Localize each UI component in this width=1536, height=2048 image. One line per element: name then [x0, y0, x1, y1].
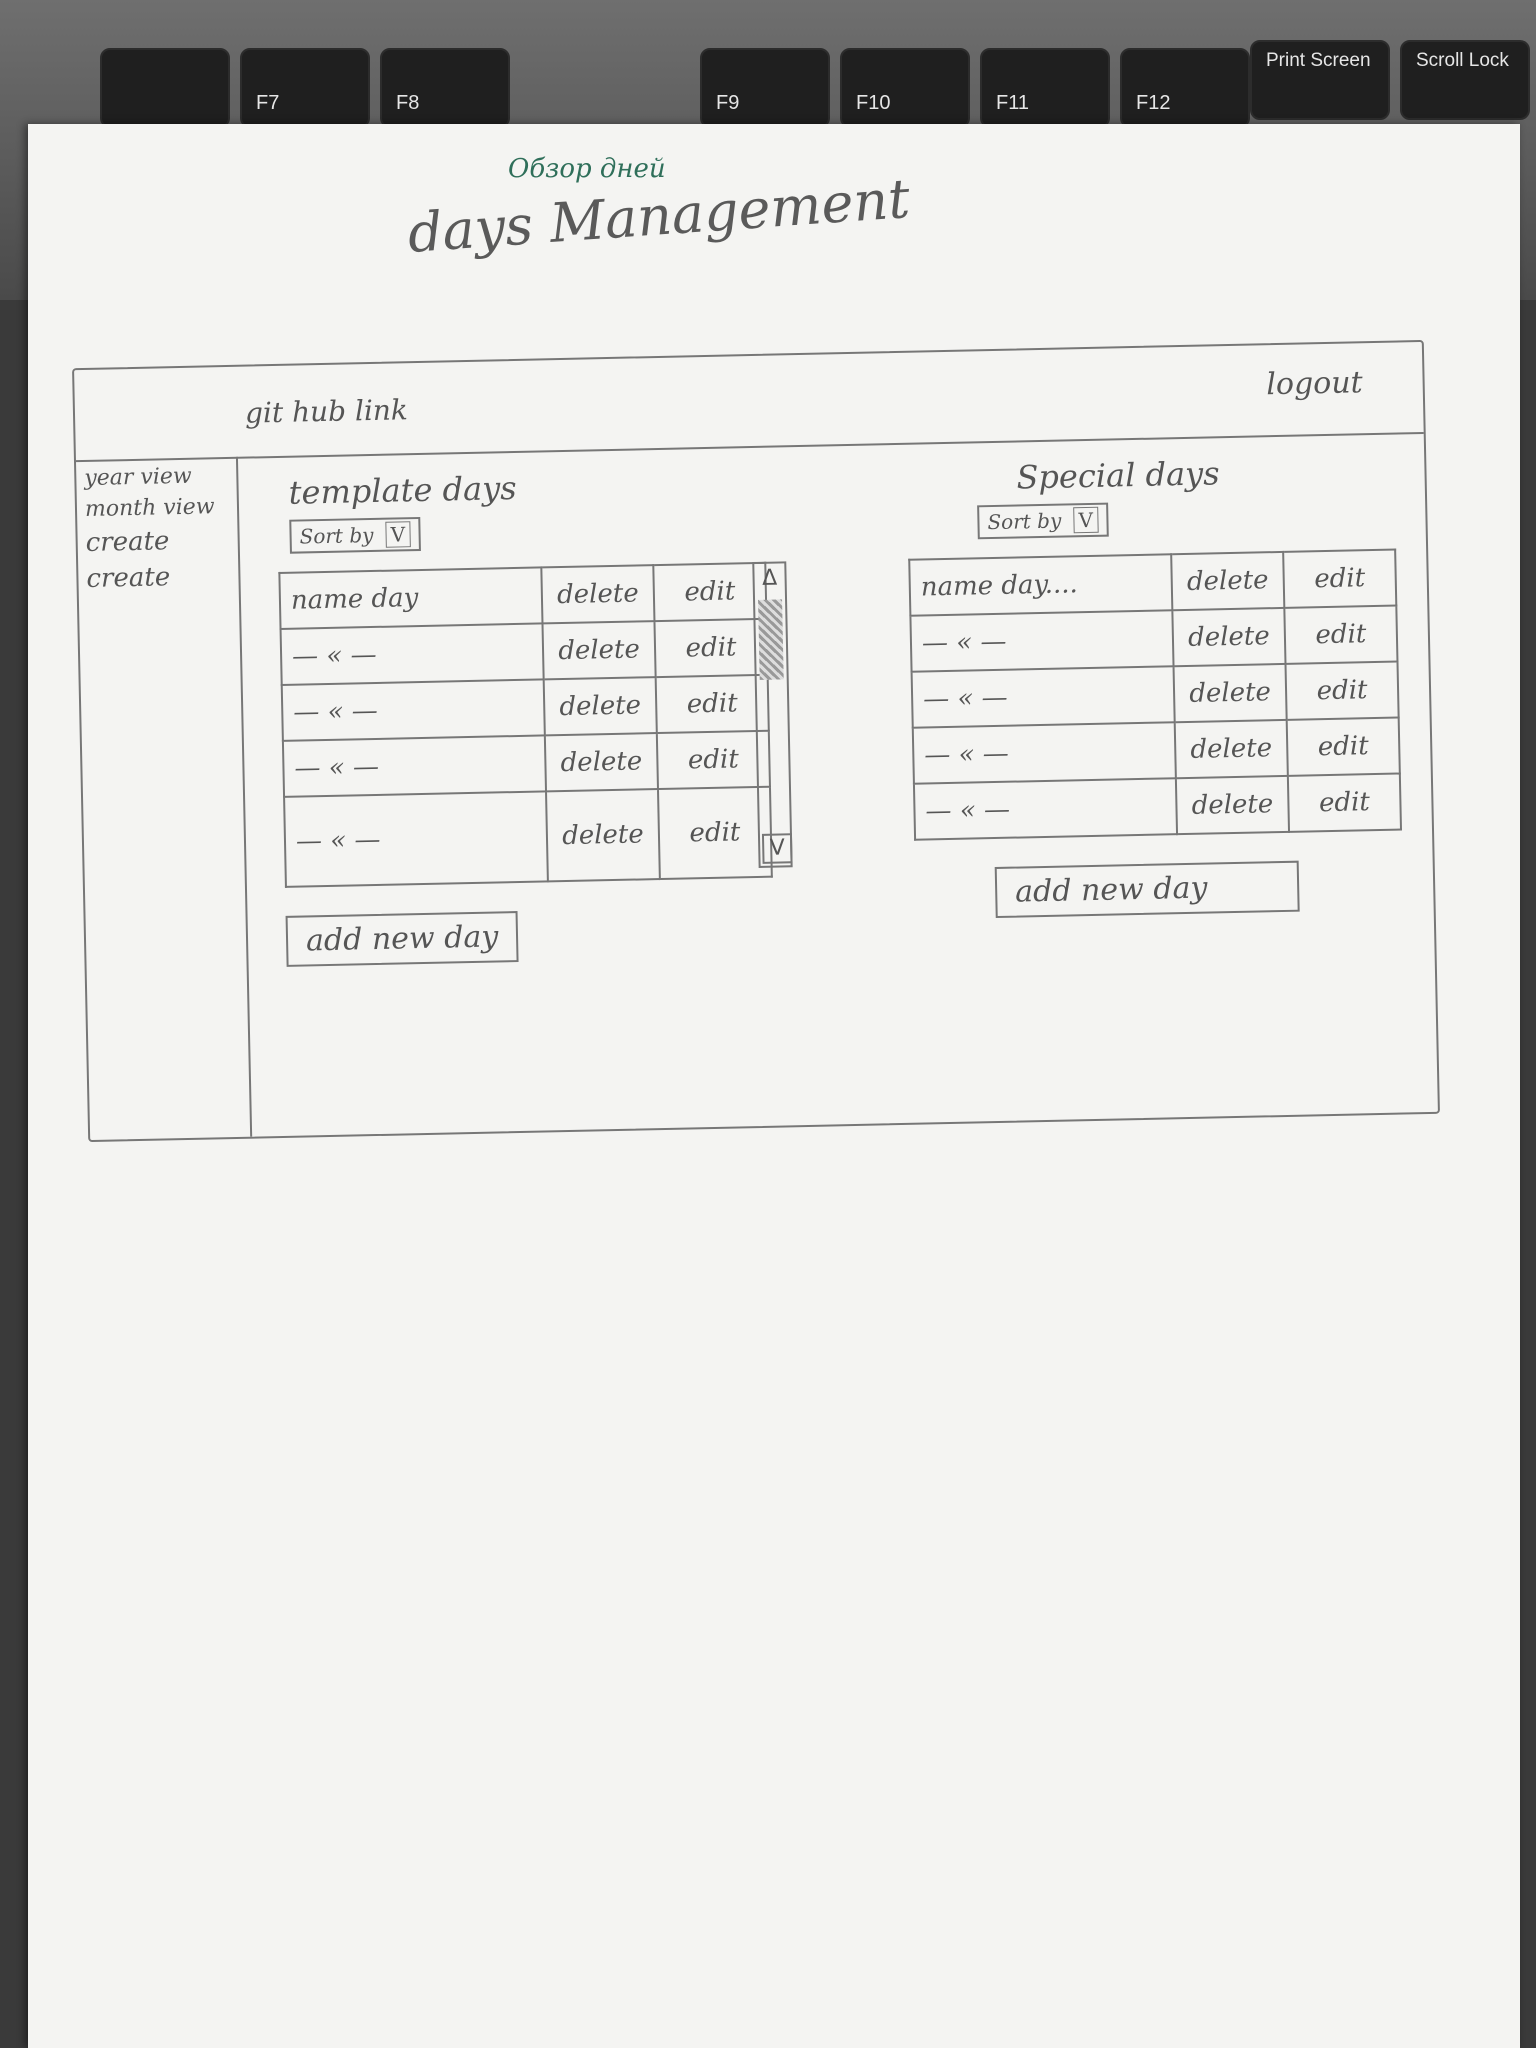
key-f7-label: F7 — [256, 92, 280, 114]
scroll-thumb[interactable] — [758, 599, 784, 680]
day-name: — « — — [913, 778, 1178, 840]
day-name: — « — — [911, 666, 1175, 728]
special-add-new-day-button[interactable]: add new day — [994, 860, 1300, 919]
key-f8-label: F8 — [396, 92, 420, 114]
template-days-title: template days — [288, 468, 518, 512]
table-row: — « — delete edit — [912, 717, 1400, 784]
delete-button[interactable]: delete — [1173, 663, 1287, 723]
template-sort-dropdown[interactable]: Sort by V — [289, 516, 421, 554]
table-row: — « — delete edit — [910, 605, 1398, 672]
table-header-name: name day — [279, 567, 543, 629]
key-f8: F8 — [380, 48, 510, 128]
key-f9: F9 — [700, 48, 830, 128]
github-link[interactable]: git hub link — [244, 393, 409, 430]
day-name: — « — — [282, 735, 547, 797]
table-row: — « — delete edit — [282, 730, 770, 797]
table-header-edit: edit — [1283, 549, 1397, 608]
table-header-name: name day.... — [909, 554, 1173, 616]
chevron-down-icon: V — [385, 521, 411, 548]
delete-button[interactable]: delete — [543, 677, 657, 736]
sidebar: year view month view create create — [75, 456, 253, 1141]
table-row: — « — delete edit — [911, 661, 1399, 728]
template-days-panel: template days Sort by V name day delete … — [276, 464, 793, 967]
special-days-title: Special days — [1016, 454, 1220, 497]
template-days-table: name day delete edit — « — delete edit —… — [278, 561, 773, 888]
special-days-panel: Special days Sort by V name day.... dele… — [906, 451, 1404, 920]
chevron-down-icon: V — [1073, 506, 1099, 534]
template-add-new-day-button[interactable]: add new day — [285, 911, 519, 967]
key-blank — [100, 48, 230, 128]
key-f11: F11 — [980, 48, 1110, 128]
table-row: name day delete edit — [279, 562, 767, 629]
key-print-screen-label: Print Screen — [1266, 50, 1371, 71]
sidebar-item-year-view[interactable]: year view — [84, 463, 192, 492]
table-row: name day.... delete edit — [909, 549, 1397, 616]
edit-button[interactable]: edit — [1285, 661, 1399, 720]
edit-button[interactable]: edit — [1286, 717, 1400, 776]
key-scroll-lock: Scroll Lock — [1400, 40, 1530, 120]
sidebar-item-create[interactable]: create — [85, 526, 170, 558]
key-f11-label: F11 — [996, 92, 1029, 114]
key-f10: F10 — [840, 48, 970, 128]
day-name: — « — — [912, 722, 1176, 784]
edit-button[interactable]: edit — [1287, 773, 1401, 832]
template-days-scrollbar[interactable]: Δ V — [752, 561, 793, 868]
table-row: — « — delete edit — [284, 786, 772, 887]
special-days-table: name day.... delete edit — « — delete ed… — [908, 548, 1403, 841]
delete-button[interactable]: delete — [542, 621, 656, 680]
key-f12-label: F12 — [1136, 92, 1171, 114]
delete-button[interactable]: delete — [1172, 607, 1286, 667]
key-f9-label: F9 — [716, 92, 740, 114]
special-days-table-wrap: name day.... delete edit — « — delete ed… — [908, 548, 1403, 841]
main-content: template days Sort by V name day delete … — [236, 432, 1438, 1137]
table-header-delete: delete — [541, 565, 655, 624]
edit-button[interactable]: edit — [654, 618, 768, 678]
delete-button[interactable]: delete — [544, 733, 658, 792]
key-f10-label: F10 — [856, 92, 891, 114]
sidebar-item-month-view[interactable]: month view — [84, 494, 215, 522]
table-row: — « — delete edit — [281, 674, 769, 741]
day-name: — « — — [910, 610, 1174, 672]
day-name: — « — — [284, 791, 548, 887]
special-sort-dropdown[interactable]: Sort by V — [977, 502, 1109, 540]
table-row: — « — delete edit — [280, 618, 768, 685]
special-sort-label: Sort by — [987, 508, 1062, 535]
template-days-table-wrap: name day delete edit — « — delete edit —… — [278, 561, 793, 888]
key-f12: F12 — [1120, 48, 1250, 128]
edit-button[interactable]: edit — [657, 786, 772, 880]
edit-button[interactable]: edit — [655, 674, 769, 734]
scroll-up-icon[interactable]: Δ — [761, 565, 778, 591]
paper-sheet: Обзор дней days Management git hub link … — [28, 124, 1520, 2048]
sketch-title-ru: Обзор дней — [508, 154, 666, 184]
template-sort-label: Sort by — [299, 522, 374, 549]
delete-button[interactable]: delete — [1175, 775, 1290, 835]
logout-link[interactable]: logout — [1265, 365, 1363, 403]
scroll-down-icon[interactable]: V — [761, 833, 793, 864]
table-header-delete: delete — [1171, 551, 1285, 611]
key-f7: F7 — [240, 48, 370, 128]
day-name: — « — — [280, 623, 544, 685]
sidebar-item-create-2[interactable]: create — [86, 562, 171, 594]
table-header-edit: edit — [653, 562, 767, 622]
delete-button[interactable]: delete — [1174, 719, 1288, 779]
table-row: — « — delete edit — [913, 773, 1401, 840]
key-scroll-lock-label: Scroll Lock — [1416, 50, 1509, 71]
delete-button[interactable]: delete — [546, 789, 660, 882]
edit-button[interactable]: edit — [656, 730, 770, 790]
day-name: — « — — [281, 679, 545, 741]
edit-button[interactable]: edit — [1284, 605, 1398, 664]
key-print-screen: Print Screen — [1250, 40, 1390, 120]
app-frame: git hub link logout year view month view… — [72, 339, 1440, 1143]
